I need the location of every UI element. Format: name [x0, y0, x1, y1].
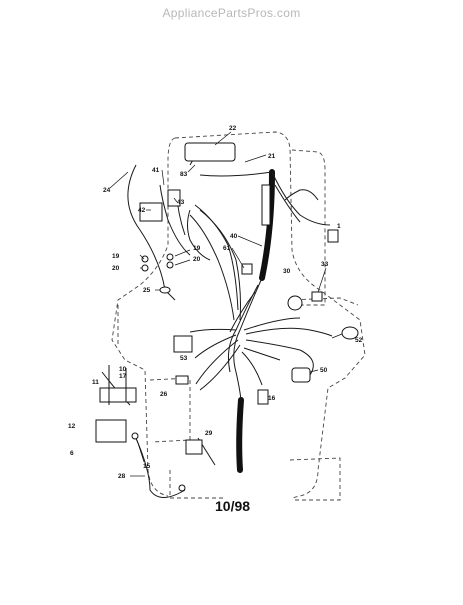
component-16 [257, 389, 269, 405]
component-50 [291, 367, 311, 383]
callout-17: 17 [119, 373, 127, 380]
component-61 [241, 263, 253, 275]
component-19-left [141, 255, 149, 263]
components [95, 142, 359, 492]
callout-41: 41 [152, 167, 160, 174]
callout-29: 29 [205, 430, 213, 437]
component-42 [139, 202, 163, 222]
callout-10: 10 [119, 366, 127, 373]
callout-26: 26 [160, 391, 168, 398]
callout-43: 43 [177, 199, 185, 206]
callout-21: 21 [268, 153, 276, 160]
main-harness [236, 169, 275, 473]
component-52 [341, 326, 359, 340]
component-15 [131, 432, 139, 440]
component-33 [311, 291, 323, 302]
callout-11: 11 [92, 379, 99, 386]
component-28-end [178, 484, 186, 492]
callout-83: 83 [180, 171, 188, 178]
component-26 [175, 375, 189, 385]
callout-50: 50 [320, 367, 328, 374]
component-29 [185, 439, 203, 455]
wiring-bundle [101, 143, 333, 498]
callout-24: 24 [103, 187, 111, 194]
callout-6: 6 [70, 450, 74, 457]
component-20-right [166, 261, 174, 269]
callout-15: 15 [143, 463, 151, 470]
callout-1: 1 [337, 223, 341, 230]
callout-labels: 22 21 83 24 41 43 42 40 1 61 19 20 19 20… [68, 125, 363, 480]
callout-30: 30 [283, 268, 291, 275]
callout-42: 42 [138, 207, 146, 214]
callout-22: 22 [229, 125, 237, 132]
callout-25: 25 [143, 287, 151, 294]
callout-20-right: 20 [193, 256, 201, 263]
callout-19-right: 19 [193, 245, 201, 252]
callout-20-left: 20 [112, 265, 120, 272]
callout-52: 52 [355, 337, 363, 344]
callout-33: 33 [321, 261, 329, 268]
component-19-right [166, 253, 174, 261]
callout-28: 28 [118, 473, 126, 480]
callout-16: 16 [268, 395, 276, 402]
component-25 [159, 286, 171, 294]
component-20-left [141, 264, 149, 272]
tractor-outline [111, 131, 366, 501]
component-battery [95, 419, 127, 443]
callout-40: 40 [230, 233, 238, 240]
component-53 [173, 335, 193, 353]
component-22 [184, 142, 236, 162]
callout-12: 12 [68, 423, 76, 430]
component-1 [327, 229, 339, 243]
component-11 [99, 387, 137, 403]
component-30 [287, 295, 303, 311]
leader-lines [109, 131, 343, 477]
callout-53: 53 [180, 355, 188, 362]
component-40 [261, 184, 271, 226]
watermark: AppliancePartsPros.com [162, 6, 301, 20]
diagram-date: 10/98 [215, 498, 251, 514]
callout-19-left: 19 [112, 253, 120, 260]
callout-61: 61 [223, 245, 231, 252]
